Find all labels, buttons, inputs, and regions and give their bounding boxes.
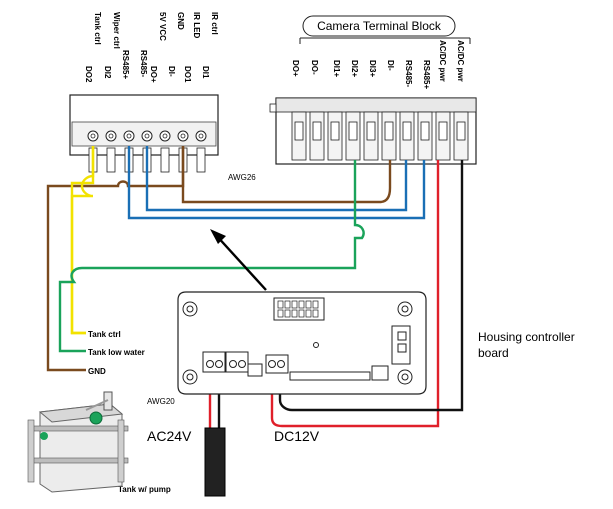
wire-green-tank-low-water [58, 160, 365, 353]
ac24v-cable [204, 427, 226, 497]
svg-text:DO+: DO+ [291, 60, 300, 77]
svg-text:DI1+: DI1+ [332, 60, 341, 77]
gnd-label: GND [88, 367, 106, 376]
pin-label-ir-led: IR LED [192, 12, 201, 38]
housing-label-line1: Housing controller [478, 330, 575, 344]
svg-text:DO-: DO- [310, 60, 319, 75]
tank-pump-label: Tank w/ pump [118, 485, 171, 494]
wire-yellow-path [70, 146, 95, 335]
wire-brown-di-minus [181, 146, 392, 204]
pin-label-di2: DI2 [103, 66, 112, 79]
camera-terminal-title: Camera Terminal Block [302, 15, 456, 37]
pointer-arrow [210, 229, 267, 291]
left-connector-labels: Tank ctrl DO2 Wiper ctrl DI2 RS485+ RS48… [84, 12, 219, 83]
pin-label-rs485-plus-left: RS485+ [121, 50, 130, 79]
svg-text:RS485+: RS485+ [422, 60, 431, 89]
pin-label-do2: DO2 [84, 66, 93, 83]
pin-label-di1: DI1 [201, 66, 210, 79]
pin-label-di-minus-left: DI- [167, 66, 176, 77]
wire-black-dc12v [278, 160, 464, 412]
svg-text:DI-: DI- [386, 60, 395, 71]
wire-blue-rs485-minus [145, 146, 408, 212]
wire-blue-rs485-plus [127, 146, 426, 220]
ac24v-label: AC24V [147, 428, 192, 444]
pin-label-ir-ctrl: IR ctrl [210, 12, 219, 35]
pin-label-do-plus-left: DO+ [149, 66, 158, 83]
left-connector-block [69, 94, 219, 173]
pin-label-5v-vcc: 5V VCC [158, 12, 167, 41]
camera-terminal-labels: DO+ DO- DI1+ DI2+ DI3+ DI- RS485- RS485+… [291, 40, 465, 89]
tank-low-water-label: Tank low water [88, 348, 145, 357]
awg26-label: AWG26 [228, 173, 256, 182]
wire-red-dc12v [270, 160, 440, 428]
housing-label-line2: board [478, 346, 509, 360]
camera-terminal-block [269, 97, 477, 165]
svg-text:DI2+: DI2+ [350, 60, 359, 77]
pin-label-rs485-minus-left: RS485- [139, 50, 148, 77]
svg-text:RS485-: RS485- [404, 60, 413, 87]
tank-ctrl-label: Tank ctrl [88, 330, 121, 339]
housing-controller-board [177, 291, 427, 395]
pin-label-gnd-left: GND [176, 12, 185, 30]
pin-label-do1: DO1 [183, 66, 192, 83]
dc12v-label: DC12V [274, 428, 320, 444]
svg-text:AC/DC pwr: AC/DC pwr [438, 40, 447, 82]
tank-with-pump [27, 391, 129, 493]
wire-yellow-tank-ctrl [70, 146, 95, 335]
svg-text:Camera Terminal Block: Camera Terminal Block [317, 19, 442, 33]
pin-label-wiper-ctrl: Wiper ctrl [112, 12, 121, 49]
svg-text:DI3+: DI3+ [368, 60, 377, 77]
svg-text:AC/DC pwr: AC/DC pwr [456, 40, 465, 82]
awg20-label: AWG20 [147, 397, 175, 406]
pin-label-tank-ctrl: Tank ctrl [93, 12, 102, 45]
